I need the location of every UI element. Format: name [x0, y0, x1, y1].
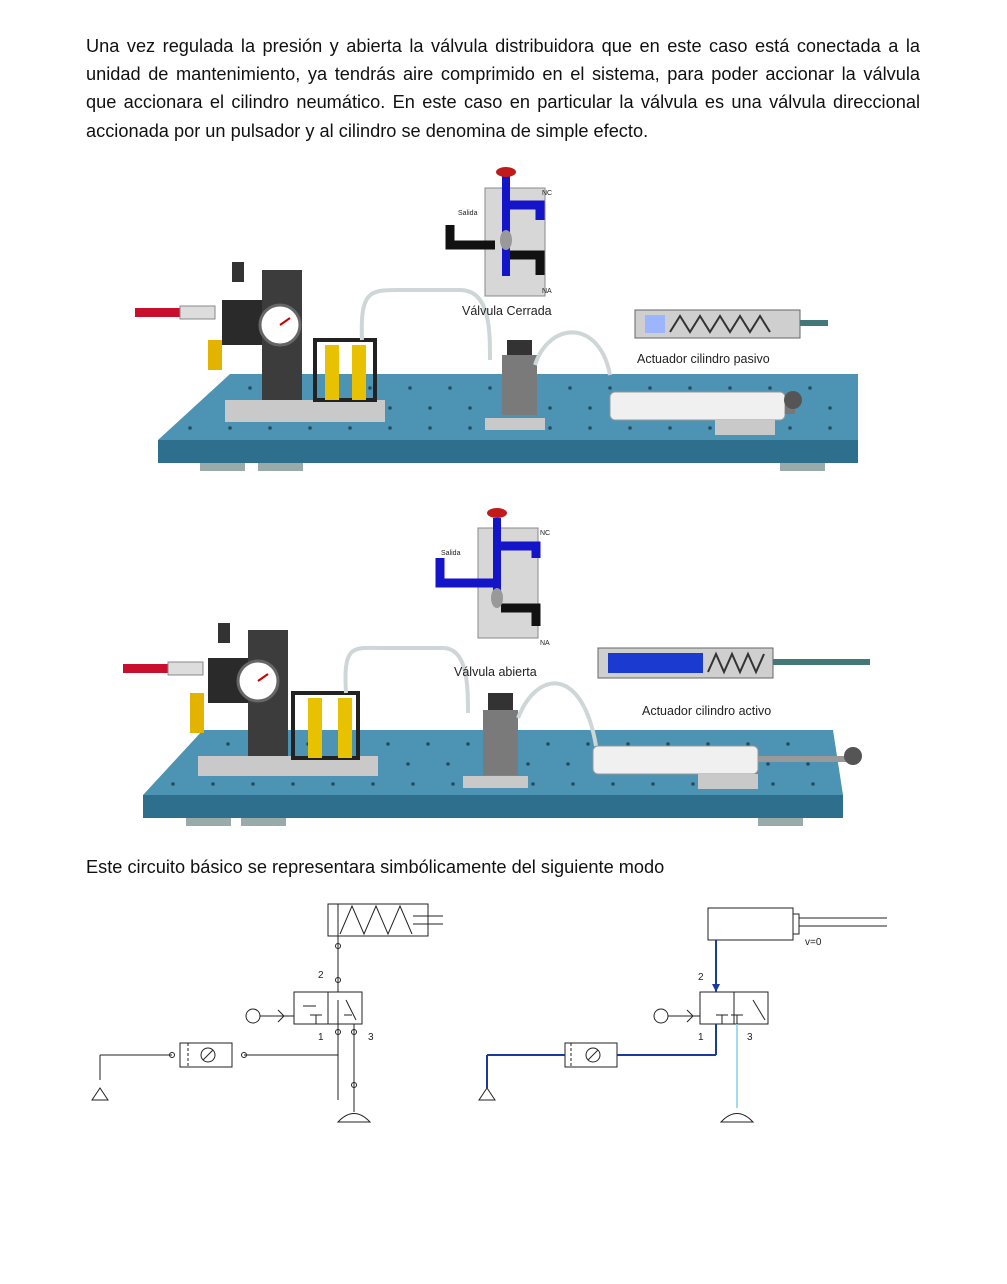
intro-paragraph: Una vez regulada la presión y abierta la… [86, 36, 920, 141]
actuator-diagram-passive: Actuador cilindro pasivo [634, 309, 828, 366]
port-out-label: Salida [458, 210, 478, 217]
port-out-label: Salida [441, 550, 461, 557]
valve-caption: Válvula Cerrada [462, 304, 552, 318]
port-na-label: NA [542, 288, 552, 295]
valve-caption: Válvula abierta [454, 665, 537, 679]
maintenance-unit [135, 262, 492, 422]
port-2-label: 2 [318, 970, 324, 981]
maintenance-unit [123, 623, 470, 776]
port-3-label: 3 [747, 1032, 753, 1043]
schematic-left: 2 1 3 [91, 903, 443, 1123]
cylinder-passive [609, 391, 802, 435]
actuator-caption: Actuador cilindro activo [642, 704, 771, 718]
figure-valve-closed: Salida NC NA Válvula Cerrada Actuador ci… [135, 167, 858, 471]
port-nc-label: NC [540, 530, 550, 537]
port-1-label: 1 [698, 1032, 704, 1043]
schematic-right: v=0 2 1 3 [478, 907, 887, 1123]
symbolic-heading: Este circuito básico se representara sim… [86, 857, 665, 877]
actuator-caption: Actuador cilindro pasivo [637, 352, 770, 366]
figure-valve-open: Salida NC NA Válvula abierta Actuador ci… [123, 508, 870, 826]
port-na-label: NA [540, 640, 550, 647]
port-1-label: 1 [318, 1032, 324, 1043]
cylinder-active [592, 745, 862, 789]
port-nc-label: NC [542, 190, 552, 197]
valve-block [463, 681, 598, 788]
actuator-diagram-active: Actuador cilindro activo [597, 647, 870, 718]
valve-block [485, 330, 612, 430]
valve-diagram-open: Salida NC NA Válvula abierta [435, 508, 550, 679]
port-3-label: 3 [368, 1032, 374, 1043]
valve-diagram-closed: Salida NC NA Válvula Cerrada [445, 167, 552, 318]
velocity-label: v=0 [805, 937, 822, 948]
port-2-label: 2 [698, 972, 704, 983]
